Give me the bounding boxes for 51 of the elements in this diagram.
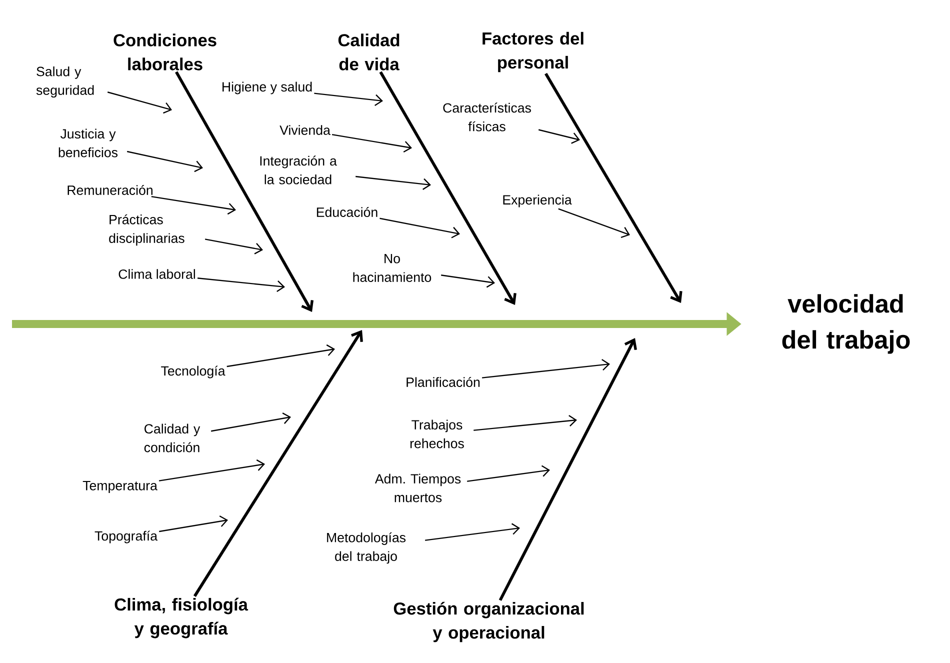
cause-label: Temperatura: [82, 481, 158, 493]
cause-label: Vivienda: [280, 125, 330, 135]
cause-label: Higiene y salud: [222, 82, 312, 94]
cause-label: Características físicas: [443, 102, 531, 132]
category-label: Calidad de vida: [338, 34, 400, 70]
cause-label: Planificación: [406, 377, 480, 387]
cause-label: Justicia y beneficios: [58, 128, 118, 158]
cause-label: Experiencia: [503, 194, 572, 208]
cause-label: Metodologías del trabajo: [327, 532, 406, 564]
bone-arrow: [498, 338, 637, 601]
cause-label: Adm. Tiempos muertos: [374, 474, 461, 502]
cause-arrow: [482, 359, 610, 378]
cause-arrow: [332, 134, 412, 153]
cause-arrow: [425, 523, 520, 541]
category-label: Condiciones laborales: [114, 34, 216, 70]
cause-label: Trabajos rehechos: [410, 420, 464, 448]
cause-arrow: [314, 92, 383, 106]
cause-arrow: [197, 278, 285, 292]
cause-label: Educación: [316, 207, 378, 217]
category-label: Clima, fisiología y geografía: [114, 598, 248, 638]
cause-label: Calidad y condición: [144, 424, 200, 452]
cause-label: Salud y seguridad: [36, 66, 94, 98]
cause-arrow: [151, 196, 236, 215]
cause-label: Integración a la sociedad: [260, 156, 337, 184]
cause-arrow: [210, 412, 291, 432]
cause-arrow: [380, 218, 460, 238]
cause-arrow: [466, 465, 550, 482]
cause-arrow: [440, 274, 495, 288]
cause-label: Topografía: [94, 530, 158, 544]
bone-arrow: [379, 71, 516, 305]
cause-label: Tecnología: [161, 366, 226, 378]
cause-arrow: [204, 238, 263, 254]
category-label: Factores del personal: [482, 32, 584, 72]
category-label: Gestión organizacional y operacional: [394, 602, 584, 642]
cause-arrow: [538, 129, 580, 144]
cause-label: Remuneración: [68, 185, 152, 195]
cause-label: No hacinamiento: [353, 254, 432, 282]
bone-arrow: [544, 72, 682, 303]
cause-arrow: [159, 515, 228, 532]
bone-arrow: [193, 330, 363, 597]
cause-arrow: [226, 344, 335, 368]
cause-label: Prácticas disciplinarias: [109, 214, 184, 246]
cause-arrow: [107, 92, 172, 114]
effect-label: velocidad del trabajo: [782, 294, 910, 354]
cause-arrow: [558, 208, 630, 238]
cause-arrow: [356, 176, 431, 190]
cause-label: Clima laboral: [118, 269, 195, 279]
cause-arrow: [158, 459, 265, 482]
bone-arrow: [175, 71, 314, 312]
cause-arrow: [126, 150, 203, 172]
cause-arrow: [474, 414, 577, 431]
